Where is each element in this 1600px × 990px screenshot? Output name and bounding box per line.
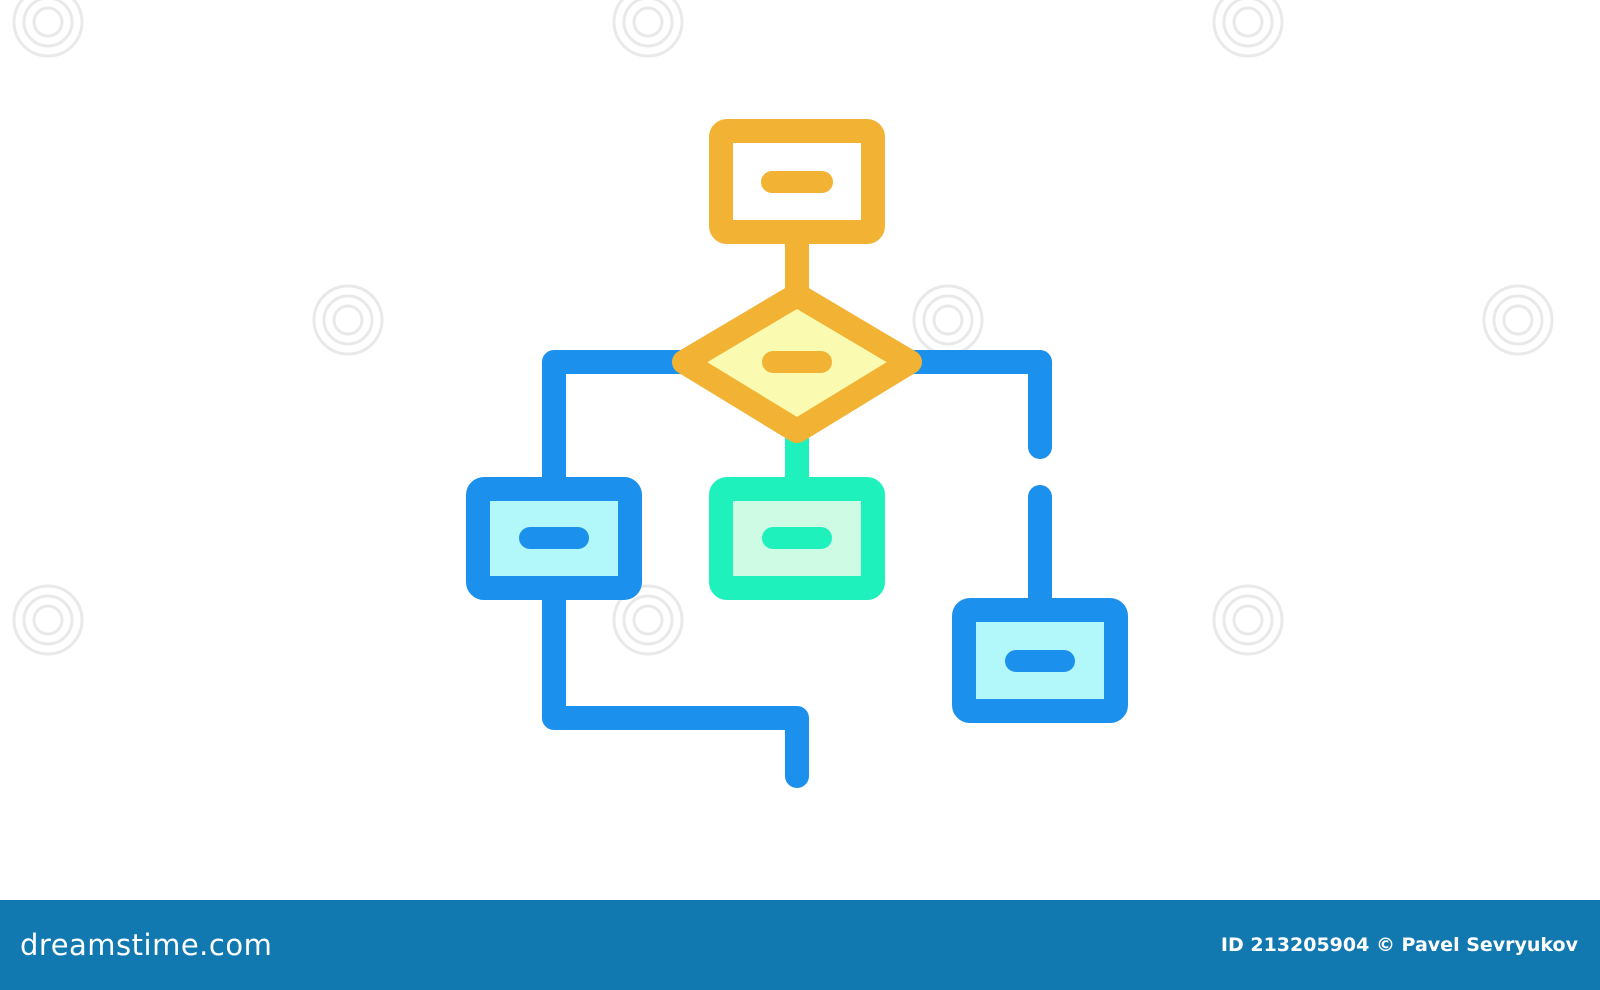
bottom-loop-connector <box>542 576 809 788</box>
left-branch-connector <box>542 350 696 501</box>
footer-bar: dreamstime.com ID 213205904 © Pavel Sevr… <box>0 900 1600 990</box>
top-process-box <box>709 119 885 244</box>
right-branch-connector-upper <box>898 350 1052 459</box>
blue-connector-lines <box>542 350 1052 788</box>
flowchart-icon <box>466 119 1128 788</box>
left-process-box <box>466 477 642 600</box>
right-process-box <box>952 598 1128 723</box>
decision-diamond <box>672 283 922 443</box>
brand-logo-text: dreamstime.com <box>20 928 273 962</box>
center-process-box <box>709 477 885 600</box>
image-credit: ID 213205904 © Pavel Sevryukov <box>1220 934 1578 956</box>
